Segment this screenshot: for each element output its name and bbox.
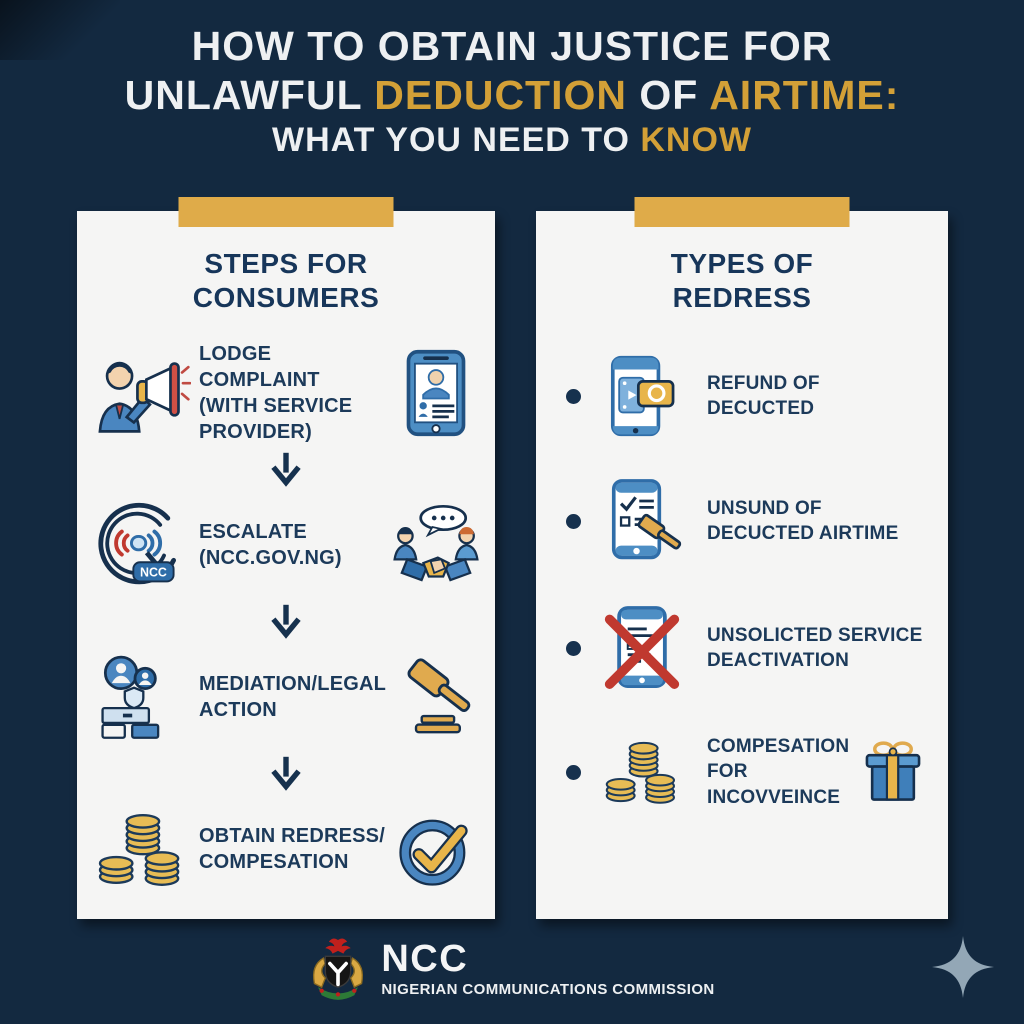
steps-card-heading: STEPS FOR CONSUMERS (192, 248, 380, 313)
redress-label-unsund: UNSUND OF DECUCTED AIRTIME (707, 497, 899, 545)
nigeria-coat-of-arms-icon (313, 938, 364, 1000)
title-line-2: UNLAWFUL DEDUCTION OF AIRTIME: (124, 72, 900, 119)
phone-refund-icon (610, 356, 675, 437)
footer-org-name: NIGERIAN COMMUNICATIONS COMMISSION (381, 981, 715, 999)
bullet-dot (566, 513, 581, 529)
phone-cancel-icon (604, 606, 680, 690)
ncc-signal-icon: NCC (98, 503, 176, 585)
redress-label-refund: REFUND OF DECUCTED (707, 372, 820, 420)
redress-item-unsund: UNSUND OF DECUCTED AIRTIME (536, 478, 948, 564)
phone-contact-icon (406, 350, 466, 437)
bullet-dot (566, 640, 581, 656)
redress-card: TYPES OF REDRESS REFUND OF DECUCTED (536, 197, 948, 919)
bullet-dot (566, 764, 581, 780)
coins-icon (605, 742, 676, 804)
flow-arrow (77, 442, 495, 496)
coins-icon (98, 814, 180, 887)
page-title: HOW TO OBTAIN JUSTICE FOR UNLAWFUL DEDUC… (0, 22, 1024, 161)
arrow-down-icon (271, 604, 301, 639)
arrow-down-icon (271, 756, 301, 791)
megaphone-person-icon (98, 361, 191, 433)
bullet-dot (566, 388, 581, 404)
arrow-down-icon (271, 452, 301, 487)
ncc-badge-label: NCC (140, 566, 167, 580)
phone-verdict-icon (611, 479, 682, 560)
steps-flow: LODGE COMPLAINT (WITH SERVICE PROVIDER) (77, 343, 495, 898)
step-row-escalate: NCC ESCALATE (NCC.GOV.NG) (77, 496, 495, 594)
step-label-obtain-redress: OBTAIN REDRESS/ COMPESATION (199, 825, 385, 874)
step-label-lodge-complaint: LODGE COMPLAINT (WITH SERVICE PROVIDER) (199, 343, 353, 444)
check-circle-icon (399, 819, 468, 886)
step-row-obtain-redress: OBTAIN REDRESS/ COMPESATION (77, 800, 495, 898)
card-tab (634, 197, 850, 227)
step-label-mediation: MEDIATION/LEGAL ACTION (199, 673, 386, 722)
gavel-icon (407, 658, 471, 734)
footer: NCC NIGERIAN COMMUNICATIONS COMMISSION (0, 936, 1024, 1002)
footer-org-abbr: NCC (381, 937, 469, 980)
flow-arrow (77, 594, 495, 648)
card-tab (178, 197, 394, 227)
redress-item-compensation: COMPESATION FOR INCOVVEINCE (536, 732, 948, 812)
step-row-mediation: MEDIATION/LEGAL ACTION (77, 648, 495, 746)
redress-item-refund: REFUND OF DECUCTED (536, 354, 948, 438)
handshake-chat-icon (393, 505, 479, 582)
step-row-lodge-complaint: LODGE COMPLAINT (WITH SERVICE PROVIDER) (77, 343, 495, 444)
flow-arrow (77, 746, 495, 800)
sparkle-icon (932, 936, 994, 998)
mediation-people-icon (101, 655, 160, 740)
redress-label-compensation: COMPESATION FOR INCOVVEINCE (707, 735, 850, 808)
redress-label-deactivation: UNSOLICTED SERVICE DEACTIVATION (707, 624, 923, 672)
steps-card: STEPS FOR CONSUMERS LODGE COMPLA (77, 197, 495, 919)
step-label-escalate: ESCALATE (NCC.GOV.NG) (199, 521, 342, 570)
redress-item-deactivation: UNSOLICTED SERVICE DEACTIVATION (536, 604, 948, 692)
title-line-3: WHAT YOU NEED TO KNOW (271, 121, 752, 160)
gift-icon (865, 741, 921, 801)
corner-shade (0, 0, 120, 60)
title-line-1: HOW TO OBTAIN JUSTICE FOR (191, 23, 833, 69)
redress-card-heading: TYPES OF REDRESS (670, 248, 814, 313)
